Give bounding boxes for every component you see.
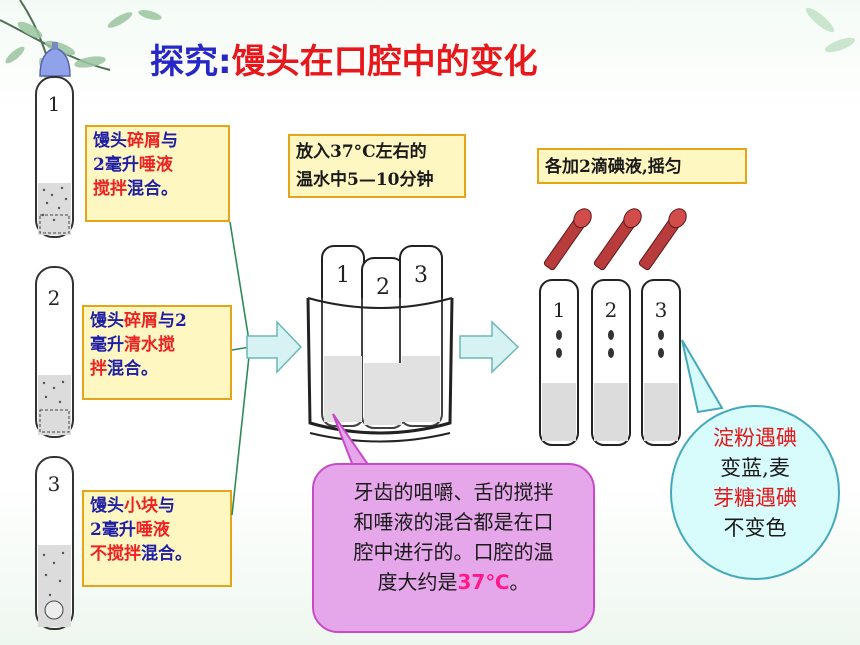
note1-text-a: 馒头 — [93, 131, 127, 151]
step2-line2: 温水中5—10分钟 — [296, 170, 434, 190]
arrow-right-2 — [459, 320, 520, 374]
callout-oral-line4: 度大约是 — [377, 570, 458, 594]
tube-2-number: 2 — [48, 286, 61, 310]
note3-text-c: 与 — [158, 496, 175, 516]
note2-text-g: 混合。 — [107, 359, 158, 379]
callout-iodine-line4: 不变色 — [723, 516, 787, 540]
callout-oral-line2: 和唾液的混合都是在口 — [353, 510, 554, 534]
note1-text-g: 混合。 — [127, 179, 178, 199]
step3-text: 各加2滴碘液,摇匀 — [545, 157, 682, 177]
iodine-tube-1-number: 1 — [553, 298, 566, 322]
note2-text-e: 清水搅 — [124, 335, 175, 355]
callout-iodine-line1: 淀粉遇碘 — [713, 426, 797, 450]
note3-text-f: 不搅拌 — [90, 544, 141, 564]
beaker-tube-3-number: 3 — [414, 263, 428, 288]
beaker-tube-1-number: 1 — [336, 263, 350, 288]
note3-text-a: 馒头 — [90, 496, 124, 516]
test-tube-1: 1 — [35, 76, 74, 238]
note1-text-e: 唾液 — [138, 155, 173, 175]
title-main: 馒头在口腔中的变化 — [231, 42, 538, 82]
callout-oral-line4-end: 。 — [509, 570, 530, 594]
note-tube-1: 馒头碎屑与 2毫升唾液 搅拌混合。 — [85, 125, 230, 222]
callout-iodine-result: 淀粉遇碘 变蓝,麦 芽糖遇碘 不变色 — [670, 405, 840, 580]
beaker-tube-2-number: 2 — [376, 275, 390, 300]
callout-oral-cavity: 牙齿的咀嚼、舌的搅拌 和唾液的混合都是在口 腔中进行的。口腔的温 度大约是37℃… — [312, 463, 595, 633]
note3-text-d: 2毫升 — [90, 520, 136, 540]
bell-icon — [39, 42, 71, 77]
page-title: 探究:馒头在口腔中的变化 — [150, 34, 538, 83]
note1-text-c: 与 — [161, 131, 178, 151]
note3-text-e: 唾液 — [135, 520, 170, 540]
callout-oral-line3: 腔中进行的。口腔的温 — [353, 540, 554, 564]
step2-label: 放入37°C左右的 温水中5—10分钟 — [288, 134, 466, 198]
note2-text-a: 馒头 — [90, 311, 124, 331]
step3-label: 各加2滴碘液,摇匀 — [537, 148, 747, 184]
note-tube-3: 馒头小块与 2毫升唾液 不搅拌混合。 — [82, 490, 232, 587]
callout-iodine-line3: 芽糖遇碘 — [713, 486, 797, 510]
water-bath-beaker: 1 2 3 — [306, 245, 454, 443]
cyan-bubble-tail — [681, 339, 724, 414]
title-prefix: 探究: — [150, 42, 232, 82]
iodine-tube-3-number: 3 — [655, 298, 668, 322]
tube-3-number: 3 — [48, 472, 61, 496]
callout-iodine-line2: 变蓝,麦 — [720, 456, 790, 480]
note2-text-d: 毫升 — [90, 335, 124, 355]
iodine-test-tubes: 1 2 3 — [539, 208, 687, 446]
step2-line1: 放入37°C左右的 — [296, 142, 427, 162]
test-tube-3: 3 — [35, 456, 74, 630]
note2-text-b: 碎屑 — [124, 311, 158, 331]
decorative-leaves-right — [805, 7, 856, 53]
tube-1-number: 1 — [48, 92, 61, 116]
test-tube-2: 2 — [35, 266, 74, 438]
note3-text-b: 小块 — [124, 496, 158, 516]
note2-text-f: 拌 — [90, 359, 107, 379]
iodine-tube-2-number: 2 — [605, 298, 618, 322]
note-tube-2: 馒头碎屑与2 毫升清水搅 拌混合。 — [82, 305, 232, 400]
note1-text-d: 2毫升 — [93, 155, 139, 175]
note1-text-f: 搅拌 — [93, 179, 127, 199]
note3-text-g: 混合。 — [141, 544, 192, 564]
callout-oral-temperature: 37℃ — [457, 570, 510, 594]
note2-text-c: 与2 — [158, 311, 187, 331]
arrow-right-1 — [246, 320, 303, 374]
callout-oral-line1: 牙齿的咀嚼、舌的搅拌 — [353, 480, 554, 504]
note1-text-b: 碎屑 — [127, 131, 161, 151]
